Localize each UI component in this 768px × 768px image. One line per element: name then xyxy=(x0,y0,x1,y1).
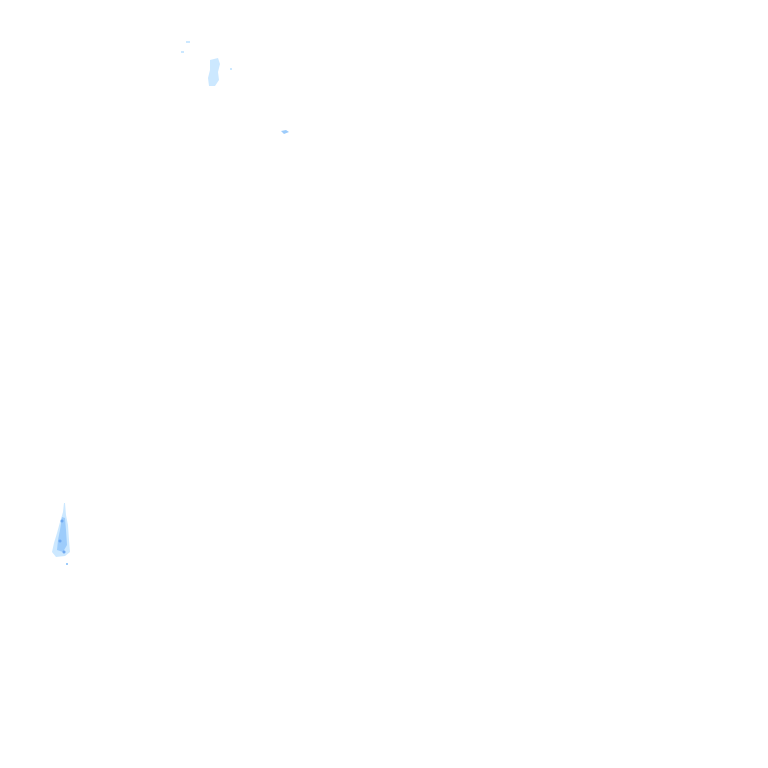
precip-peak xyxy=(60,519,64,523)
precip-peak xyxy=(58,539,62,543)
precip-peak xyxy=(62,550,66,554)
precip-cell-southwest xyxy=(52,503,70,565)
precip-speck xyxy=(230,68,232,70)
precip-speck xyxy=(281,130,289,134)
precip-cell-north xyxy=(181,41,289,134)
precip-speck xyxy=(186,41,190,43)
precip-core xyxy=(57,517,67,552)
precip-area xyxy=(208,58,220,86)
precip-speck xyxy=(181,51,184,53)
precip-speck xyxy=(66,563,68,565)
